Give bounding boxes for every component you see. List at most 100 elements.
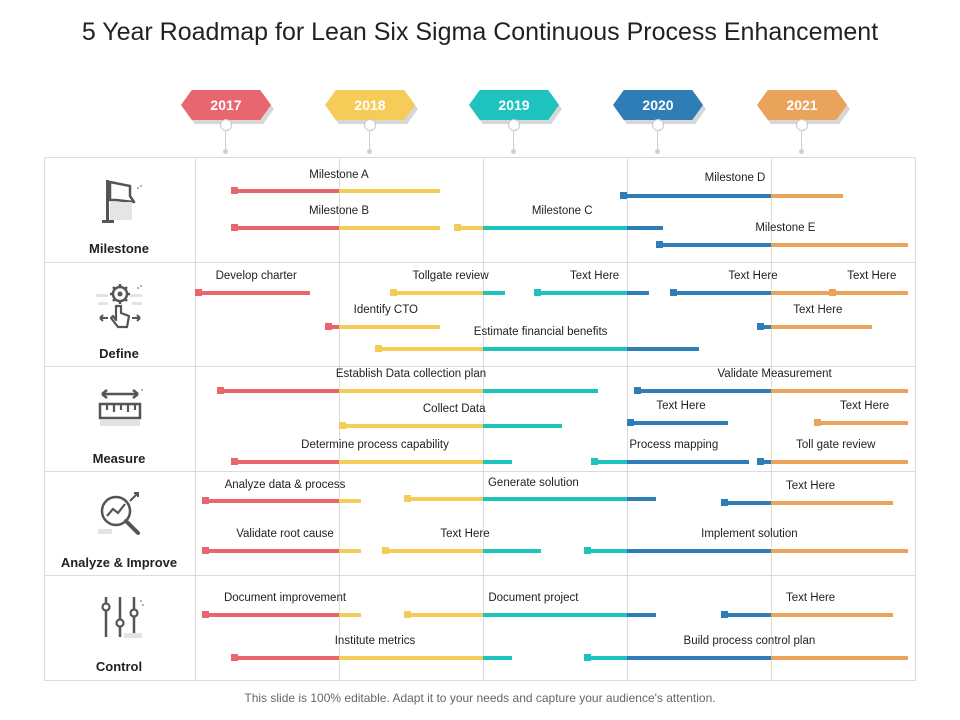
task-start-marker xyxy=(202,547,210,554)
year-marker-2019: 2019 xyxy=(469,90,562,124)
pin-dot xyxy=(511,149,516,154)
grid-column-line xyxy=(339,157,340,680)
task-label: Document improvement xyxy=(223,592,347,604)
task-segment-2018 xyxy=(346,424,483,428)
task-segment-2019 xyxy=(483,291,505,295)
task-segment-2018 xyxy=(339,460,483,464)
task-start-marker xyxy=(670,289,678,296)
task-segment-2019 xyxy=(540,291,627,295)
task-segment-2021 xyxy=(835,291,908,295)
task-segment-2020 xyxy=(677,291,771,295)
grid-row-line xyxy=(44,471,916,472)
grid-row-line xyxy=(44,366,916,367)
task-segment-2018 xyxy=(411,613,483,617)
task-segment-2021 xyxy=(771,389,908,393)
task-label: Process mapping xyxy=(629,439,719,451)
row-label-milestone: Milestone xyxy=(89,241,149,256)
task-start-marker xyxy=(404,611,411,618)
task-label: Text Here xyxy=(785,592,836,604)
grid-column-line xyxy=(771,157,772,680)
task-segment-2020 xyxy=(727,501,771,505)
task-segment-2019 xyxy=(483,613,627,617)
task-segment-2018 xyxy=(339,613,361,617)
task-segment-2018 xyxy=(339,389,483,393)
pin-dot xyxy=(367,149,372,154)
flag-icon xyxy=(94,176,146,228)
task-label: Text Here xyxy=(728,270,778,282)
task-segment-2021 xyxy=(771,549,908,553)
gear-hand-icon xyxy=(94,280,146,332)
pin-stem xyxy=(225,130,226,150)
year-label: 2020 xyxy=(613,90,703,120)
task-start-marker xyxy=(404,495,411,502)
year-label: 2018 xyxy=(325,90,415,120)
task-label: Estimate financial benefits xyxy=(473,326,608,338)
task-segment-2017 xyxy=(238,189,339,193)
task-segment-2019 xyxy=(483,549,541,553)
task-start-marker xyxy=(720,499,728,506)
year-marker-2020: 2020 xyxy=(613,90,706,124)
pin-ring xyxy=(796,119,808,131)
task-segment-2019 xyxy=(483,389,599,393)
task-label: Text Here xyxy=(847,270,897,282)
grid-column-line xyxy=(627,157,628,680)
task-segment-2019 xyxy=(591,549,627,553)
task-segment-2018 xyxy=(382,347,483,351)
task-segment-2018 xyxy=(339,499,361,503)
task-label: Toll gate review xyxy=(796,439,876,451)
pin-ring xyxy=(220,119,232,131)
grid-column-line xyxy=(483,157,484,680)
task-start-marker xyxy=(454,224,462,231)
pin-ring xyxy=(508,119,520,131)
task-label: Text Here xyxy=(656,400,706,412)
task-start-marker xyxy=(634,387,642,394)
task-start-marker xyxy=(339,422,347,429)
task-segment-2020 xyxy=(627,497,656,501)
task-label: Text Here xyxy=(440,528,490,540)
task-segment-2020 xyxy=(663,243,771,247)
task-start-marker xyxy=(756,458,764,465)
task-label: Text Here xyxy=(785,480,836,492)
task-label: Validate Measurement xyxy=(717,368,832,380)
footer-note: This slide is 100% editable. Adapt it to… xyxy=(244,691,716,705)
pin-stem xyxy=(513,130,514,150)
task-segment-2020 xyxy=(627,549,771,553)
task-start-marker xyxy=(756,323,764,330)
pin-stem xyxy=(657,130,658,150)
grid-row-line xyxy=(44,680,916,681)
task-segment-2017 xyxy=(202,291,311,295)
year-label: 2019 xyxy=(469,90,559,120)
task-start-marker xyxy=(584,654,591,661)
task-label: Milestone C xyxy=(531,205,593,217)
task-start-marker xyxy=(231,187,239,194)
grid-row-line xyxy=(44,157,916,158)
task-segment-2017 xyxy=(209,613,339,617)
task-segment-2020 xyxy=(627,347,699,351)
task-segment-2020 xyxy=(641,389,771,393)
row-label-analyze-improve: Analyze & Improve xyxy=(60,555,178,570)
task-segment-2020 xyxy=(627,226,663,230)
task-start-marker xyxy=(202,497,210,504)
task-label: Milestone A xyxy=(309,169,369,181)
sliders-icon xyxy=(94,593,146,645)
row-label-control: Control xyxy=(95,659,143,674)
task-segment-2019 xyxy=(483,497,627,501)
pin-dot xyxy=(655,149,660,154)
task-segment-2021 xyxy=(771,325,872,329)
task-label: Validate root cause xyxy=(236,528,334,540)
task-label: Identify CTO xyxy=(353,304,418,316)
chart-magnifier-icon xyxy=(94,489,146,541)
task-segment-2020 xyxy=(763,325,771,329)
year-pin xyxy=(796,119,808,155)
year-label: 2021 xyxy=(757,90,847,120)
task-segment-2021 xyxy=(771,243,908,247)
task-start-marker xyxy=(533,289,541,296)
task-start-marker xyxy=(627,419,635,426)
task-segment-2020 xyxy=(763,460,771,464)
task-segment-2017 xyxy=(209,549,339,553)
task-label: Document project xyxy=(488,592,579,604)
task-start-marker xyxy=(584,547,591,554)
row-label-measure: Measure xyxy=(92,451,146,466)
task-segment-2017 xyxy=(223,389,339,393)
pin-ring xyxy=(652,119,664,131)
